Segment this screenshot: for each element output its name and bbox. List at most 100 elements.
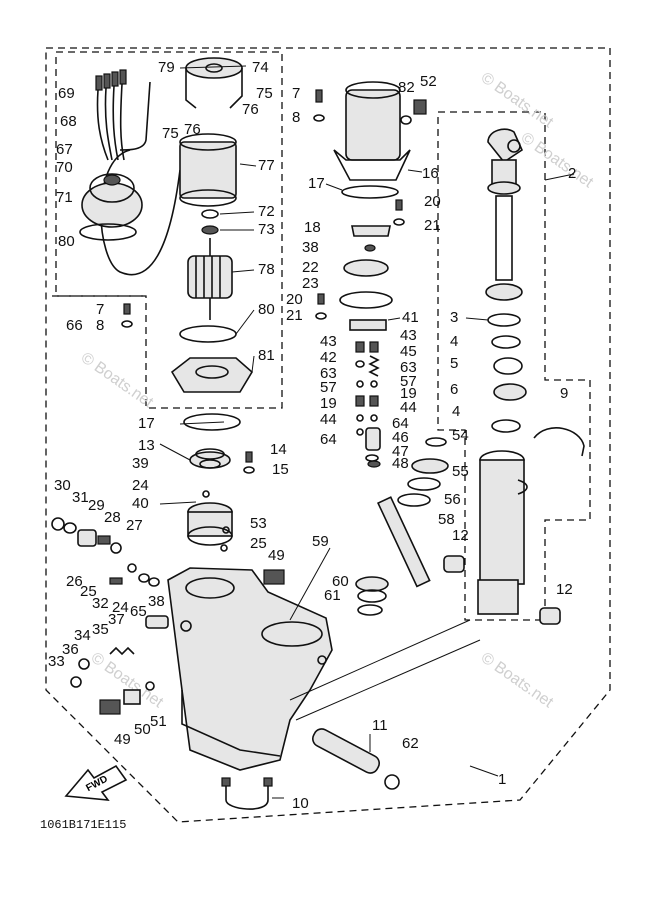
- o-ring-82: [400, 115, 412, 125]
- plate-41: [349, 319, 387, 331]
- callout-23: 23: [302, 275, 319, 292]
- callout-62: 62: [402, 735, 419, 752]
- callout-27: 27: [126, 517, 143, 534]
- bolt: [123, 303, 131, 315]
- callout-80: 80: [58, 233, 75, 250]
- assembly-boundary: [45, 47, 611, 823]
- tilt-cylinder-2: [485, 128, 524, 301]
- seal-24: [148, 577, 160, 587]
- callout-52: 52: [420, 73, 437, 90]
- ball-25b: [220, 544, 228, 552]
- o-ring-17b: [183, 413, 241, 431]
- callout-22: 22: [302, 259, 319, 276]
- spool-46: [365, 427, 381, 451]
- watermark-text: © Boats.net: [478, 649, 557, 711]
- seal-56: [407, 477, 441, 491]
- callout-54: 54: [452, 427, 469, 444]
- callout-69: 69: [58, 85, 75, 102]
- callout-64a: 64: [320, 431, 337, 448]
- callout-82: 82: [398, 79, 415, 96]
- pin-11: [312, 728, 380, 774]
- callout-68: 68: [60, 113, 77, 130]
- callout-21a: 21: [424, 217, 441, 234]
- callout-29: 29: [88, 497, 105, 514]
- o-ring-3: [487, 313, 521, 327]
- ball-25: [127, 563, 137, 573]
- bolt: [317, 293, 325, 305]
- o-ring-4b: [491, 419, 521, 433]
- callout-45: 45: [400, 343, 417, 360]
- callout-37: 37: [108, 611, 125, 628]
- o-ring: [79, 223, 137, 241]
- seal-55: [411, 458, 449, 474]
- o-ring-17: [341, 185, 399, 199]
- o-ring-47: [365, 454, 379, 462]
- ball-53: [222, 526, 230, 534]
- callout-17b: 17: [138, 415, 155, 432]
- valve-65: [145, 615, 169, 629]
- callout-74: 74: [252, 59, 269, 76]
- diagram-code: 1061B171E115: [40, 818, 126, 832]
- callout-13: 13: [138, 437, 155, 454]
- motor-end-housing: [170, 357, 254, 393]
- watermark-text: © Boats.net: [518, 129, 597, 191]
- brush-holder: [185, 57, 243, 109]
- valve-column: [355, 341, 380, 436]
- callout-79: 79: [158, 59, 175, 76]
- callout-15: 15: [272, 461, 289, 478]
- leader-line: [295, 639, 481, 721]
- o-ring-23: [339, 291, 393, 309]
- leader-line: [289, 619, 471, 701]
- callout-72: 72: [258, 203, 275, 220]
- callout-19b: 19: [400, 385, 417, 402]
- callout-8a: 8: [96, 317, 104, 334]
- motor-cover: [81, 173, 143, 228]
- seal-5: [493, 357, 523, 375]
- callout-43b: 43: [400, 327, 417, 344]
- callout-30: 30: [54, 477, 71, 494]
- callout-49b: 49: [114, 731, 131, 748]
- bracket-10: [225, 782, 269, 810]
- callout-41: 41: [402, 309, 419, 326]
- callout-20a: 20: [424, 193, 441, 210]
- washer: [313, 114, 325, 122]
- callout-42: 42: [320, 349, 337, 366]
- callout-80b: 80: [258, 301, 275, 318]
- callout-1: 1: [498, 771, 506, 788]
- callout-64b: 64: [392, 415, 409, 432]
- plug-50: [123, 689, 141, 705]
- callout-53: 53: [250, 515, 267, 532]
- callout-49a: 49: [268, 547, 285, 564]
- o-ring-31: [63, 522, 77, 534]
- bracket-nut: [221, 777, 231, 787]
- callout-75b: 75: [162, 125, 179, 142]
- bolt-14: [245, 451, 253, 463]
- callout-46: 46: [392, 429, 409, 446]
- tilt-cylinder-boundary: [437, 111, 591, 621]
- callout-47: 47: [392, 443, 409, 460]
- ring-58: [397, 493, 431, 507]
- callout-75: 75: [256, 85, 273, 102]
- o-ring-32: [138, 573, 150, 583]
- callout-57a: 57: [320, 379, 337, 396]
- ring-33: [70, 676, 82, 688]
- callout-35: 35: [92, 621, 109, 638]
- filter-13: [189, 448, 231, 469]
- callout-40: 40: [132, 495, 149, 512]
- washer: [315, 312, 327, 320]
- callout-6: 6: [450, 381, 458, 398]
- callout-20b: 20: [286, 291, 303, 308]
- plug-29: [77, 529, 97, 547]
- reservoir-16: [333, 81, 411, 181]
- callout-56: 56: [444, 491, 461, 508]
- callout-71: 71: [56, 189, 73, 206]
- callout-60: 60: [332, 573, 349, 590]
- callout-63b: 63: [400, 359, 417, 376]
- callout-25b: 25: [80, 583, 97, 600]
- bolt: [395, 199, 403, 211]
- callout-81: 81: [258, 347, 275, 364]
- callout-50: 50: [134, 721, 151, 738]
- callout-10: 10: [292, 795, 309, 812]
- callout-77: 77: [258, 157, 275, 174]
